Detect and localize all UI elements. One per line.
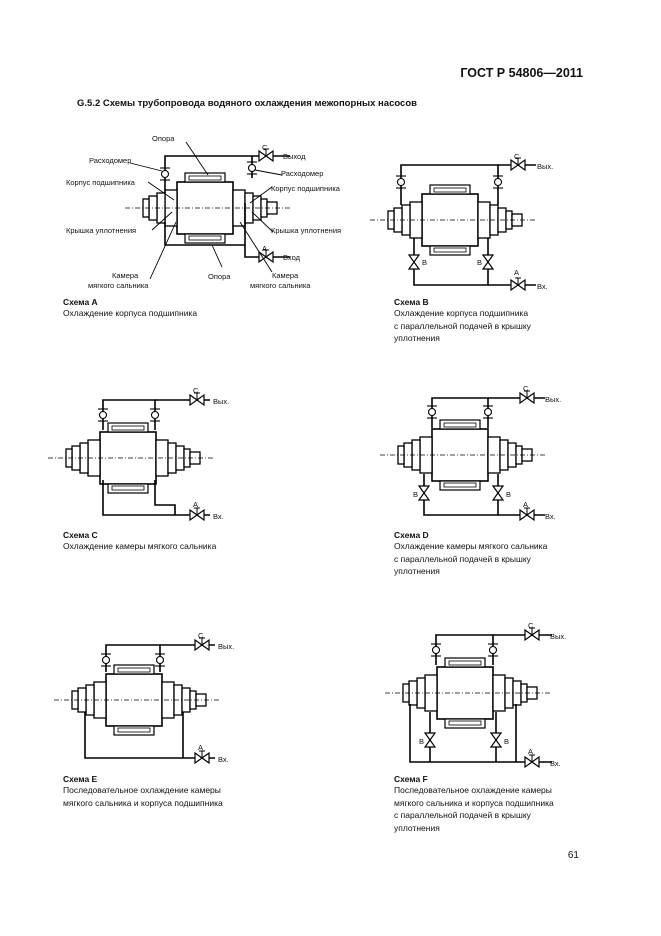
caption-scheme-b: Схема В Охлаждение корпуса подшипника с … xyxy=(394,297,531,345)
label-vykh-e: Вых. xyxy=(218,642,234,651)
label-vkh-e: Вх. xyxy=(218,755,229,764)
label-salnik-left: мягкого сальника xyxy=(88,281,149,290)
scheme-c-diagram: С Вых. А Вх. xyxy=(47,386,229,521)
label-raskhodomer-left: Расходомер xyxy=(89,156,131,165)
label-vykh-b: Вых. xyxy=(537,162,553,171)
caption-text: Последовательное охлаждение камеры мягко… xyxy=(394,785,554,833)
section-title: G.5.2 Схемы трубопровода водяного охлажд… xyxy=(77,98,417,109)
page-number: 61 xyxy=(567,850,579,861)
label-b-b2: В xyxy=(477,258,482,267)
scheme-e-diagram: С Вых. А Вх. xyxy=(53,631,234,764)
label-vkh-f: Вх. xyxy=(550,759,561,768)
label-c-c: С xyxy=(193,386,199,395)
caption-title: Схема В xyxy=(394,297,429,307)
caption-text: Охлаждение камеры мягкого сальника xyxy=(63,541,217,551)
caption-text: Последовательное охлаждение камеры мягко… xyxy=(63,785,223,808)
label-a-a: А xyxy=(262,244,267,253)
caption-title: Схема D xyxy=(394,530,429,540)
label-salnik-right: мягкого сальника xyxy=(250,281,311,290)
label-c-a: С xyxy=(262,143,268,152)
label-a-f: А xyxy=(528,747,533,756)
label-c-d: С xyxy=(523,384,529,393)
caption-text: Охлаждение камеры мягкого сальника с пар… xyxy=(394,541,548,576)
label-opora-bottom: Опора xyxy=(208,272,231,281)
scheme-b-diagram: В В С Вых. А Вх. xyxy=(369,152,553,291)
caption-title: Схема А xyxy=(63,297,98,307)
label-korpus-left: Корпус подшипника xyxy=(66,178,136,187)
caption-title: Схема F xyxy=(394,774,428,784)
label-opora-top: Опора xyxy=(152,134,175,143)
label-vkh-d: Вх. xyxy=(545,512,556,521)
caption-text: Охлаждение корпуса подшипника с параллел… xyxy=(394,308,531,343)
label-kryshka-left: Крышка уплотнения xyxy=(66,226,136,235)
label-vykh-f: Вых. xyxy=(550,632,566,641)
label-b-b1: В xyxy=(422,258,427,267)
label-c-e: С xyxy=(198,631,204,640)
label-vkh-b: Вх. xyxy=(537,282,548,291)
label-a-e: А xyxy=(198,743,203,752)
caption-title: Схема Е xyxy=(63,774,98,784)
label-b-f2: В xyxy=(504,737,509,746)
caption-scheme-e: Схема Е Последовательное охлаждение каме… xyxy=(63,774,223,809)
label-c-b: С xyxy=(514,152,520,161)
label-c-f: С xyxy=(528,621,534,630)
scheme-d-diagram: В В С Вых. А Вх. xyxy=(379,384,561,521)
label-b-d1: В xyxy=(413,490,418,499)
caption-scheme-c: Схема С Охлаждение камеры мягкого сальни… xyxy=(63,530,216,553)
scheme-f-diagram: В В С Вых. А Вх. xyxy=(384,621,566,768)
caption-scheme-a: Схема А Охлаждение корпуса подшипника xyxy=(63,297,197,320)
label-vykhod: Выход xyxy=(283,152,306,161)
label-vykh-c: Вых. xyxy=(213,397,229,406)
label-vkh-c: Вх. xyxy=(213,512,224,521)
label-b-f1: В xyxy=(419,737,424,746)
label-vykh-d: Вых. xyxy=(545,395,561,404)
label-a-c: А xyxy=(193,500,198,509)
label-kamera-left: Камера xyxy=(112,271,139,280)
caption-title: Схема С xyxy=(63,530,98,540)
label-kryshka-right: Крышка уплотнения xyxy=(271,226,341,235)
caption-text: Охлаждение корпуса подшипника xyxy=(63,308,198,318)
label-kamera-right: Камера xyxy=(272,271,299,280)
label-korpus-right: Корпус подшипника xyxy=(271,184,341,193)
standard-number: ГОСТ Р 54806—2011 xyxy=(460,66,583,80)
label-a-b: А xyxy=(514,268,519,277)
label-b-d2: В xyxy=(506,490,511,499)
scheme-a-diagram: Опора Расходомер Корпус подшипника Крышк… xyxy=(66,134,341,290)
label-a-d: А xyxy=(523,500,528,509)
label-vkhod: Вход xyxy=(283,253,301,262)
label-raskhodomer-right: Расходомер xyxy=(281,169,323,178)
caption-scheme-f: Схема F Последовательное охлаждение каме… xyxy=(394,774,554,834)
caption-scheme-d: Схема D Охлаждение камеры мягкого сальни… xyxy=(394,530,547,578)
